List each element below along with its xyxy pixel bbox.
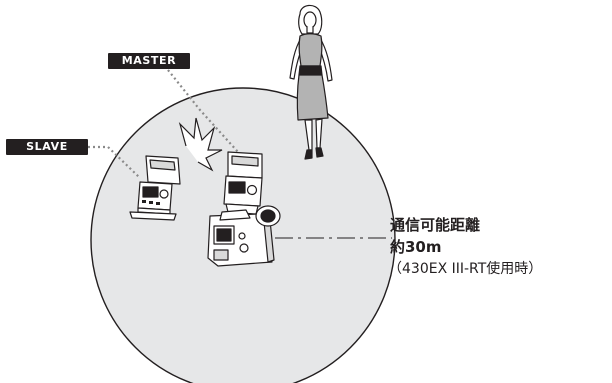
range-note: （430EX III-RT使用時） [388, 261, 543, 277]
range-title: 通信可能距離 [390, 216, 481, 234]
slave-label: SLAVE [6, 139, 88, 155]
woman-figure-icon [289, 4, 333, 160]
camera-icon [207, 205, 281, 267]
range-value: 約30m [390, 238, 442, 256]
master-speedlite-flash-icon [223, 151, 263, 215]
master-label: MASTER [108, 53, 190, 69]
master-leader-line [167, 69, 239, 153]
slave-speedlite-flash-icon [129, 155, 181, 221]
slave-leader-line [88, 145, 141, 179]
flash-burst-icon [178, 117, 223, 172]
